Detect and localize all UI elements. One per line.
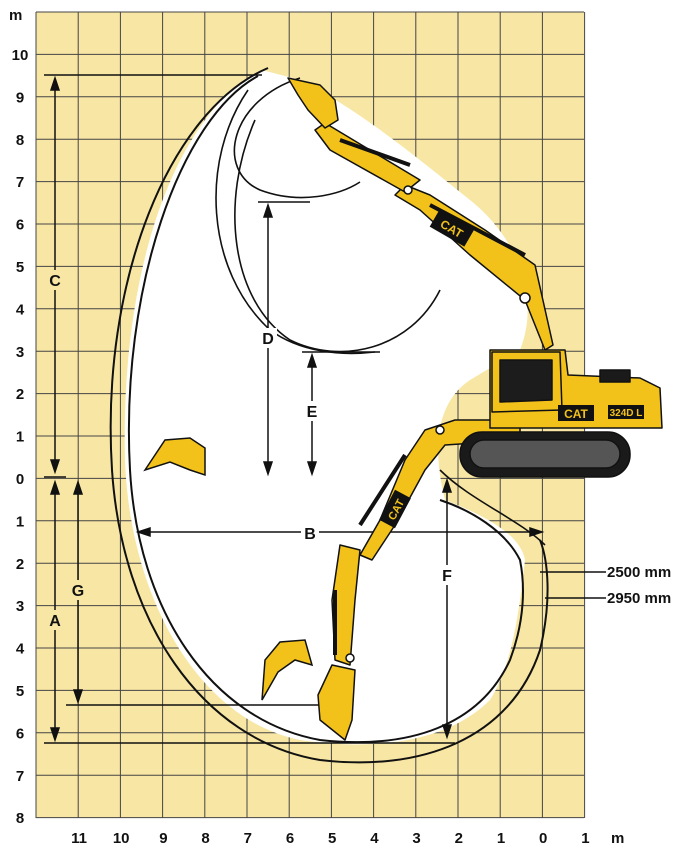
- y-tick-label: 7: [16, 174, 24, 191]
- excavator-arm-raised: [287, 77, 554, 351]
- y-tick-label: 0: [16, 471, 24, 488]
- y-tick-label: 5: [16, 259, 24, 276]
- dimension-labels: C A G D E B F: [46, 270, 456, 630]
- body-decals: CAT 324D L: [558, 405, 644, 421]
- x-tick-label: 8: [201, 830, 209, 847]
- dim-label-g: G: [72, 583, 84, 600]
- x-tick-label: 6: [286, 830, 294, 847]
- y-tick-label: 6: [16, 725, 24, 742]
- bucket-mid-depth: [261, 639, 314, 701]
- inner-arc-mid: [234, 119, 441, 353]
- y-tick-label: 2: [16, 556, 24, 573]
- model-label: 324D L: [610, 408, 643, 419]
- dim-label-b: B: [304, 526, 316, 543]
- y-tick-label: 4: [16, 301, 25, 318]
- y-axis-unit: m: [9, 7, 22, 24]
- y-tick-label: 8: [16, 810, 24, 827]
- dim-label-c: C: [49, 273, 61, 290]
- y-tick-label: 1: [16, 429, 24, 446]
- x-tick-label: 0: [539, 830, 547, 847]
- x-tick-label: 11: [71, 830, 87, 847]
- x-tick-label: 2: [455, 830, 463, 847]
- dim-label-f: F: [442, 568, 452, 585]
- y-tick-label: 7: [16, 768, 24, 785]
- y-tick-label: 5: [16, 683, 24, 700]
- y-tick-label: 8: [16, 132, 24, 149]
- bucket-ground-level: [143, 437, 206, 477]
- inner-arc-bottom: [439, 469, 546, 546]
- dim-label-d: D: [262, 331, 274, 348]
- envelope-inner-line: [127, 75, 524, 744]
- y-tick-label: 9: [16, 89, 24, 106]
- x-tick-label: 1: [581, 830, 589, 847]
- cat-logo-body: CAT: [564, 407, 588, 421]
- envelope-outer-line: [109, 67, 549, 764]
- inner-arc-upper: [233, 77, 361, 199]
- x-tick-label: 7: [244, 830, 252, 847]
- y-tick-label: 10: [12, 47, 29, 64]
- callout-stick-short: 2500 mm: [607, 564, 671, 581]
- excavator-body: [459, 349, 663, 478]
- working-envelope-fill: [124, 70, 528, 745]
- y-tick-label: 1: [16, 513, 24, 530]
- dim-label-a: A: [49, 613, 61, 630]
- dim-label-e: E: [307, 404, 318, 421]
- y-tick-label: 3: [16, 344, 24, 361]
- callout-stick-long: 2950 mm: [607, 590, 671, 607]
- x-tick-label: 9: [159, 830, 167, 847]
- x-tick-label: 10: [113, 830, 130, 847]
- x-tick-label: 5: [328, 830, 336, 847]
- y-tick-label: 2: [16, 386, 24, 403]
- y-tick-label: 6: [16, 217, 24, 234]
- x-tick-label: 3: [412, 830, 420, 847]
- y-tick-label: 3: [16, 598, 24, 615]
- x-tick-label: 4: [370, 830, 379, 847]
- x-axis-unit: m: [611, 830, 624, 847]
- y-tick-label: 4: [16, 641, 25, 658]
- x-tick-label: 1: [497, 830, 505, 847]
